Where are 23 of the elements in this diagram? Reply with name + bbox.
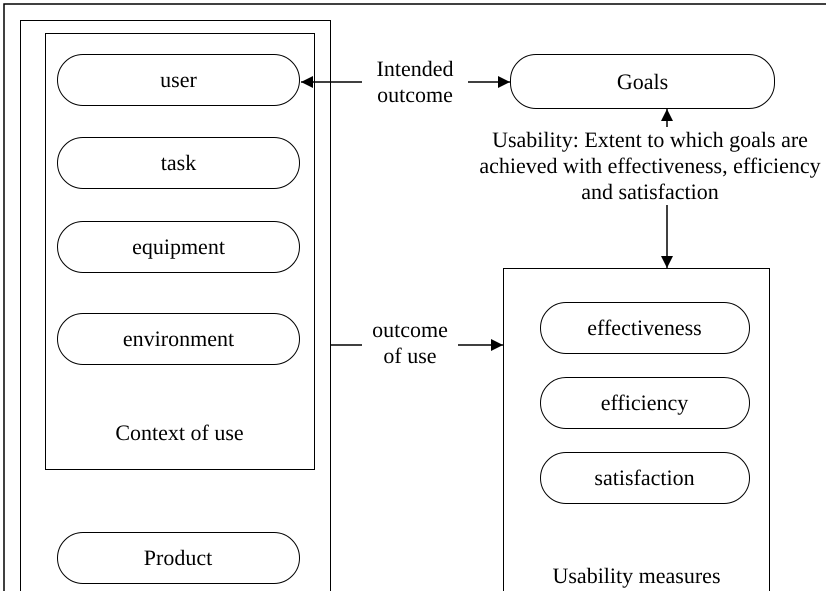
node-label: user xyxy=(160,69,197,91)
rounded-box xyxy=(540,376,750,428)
rounded-box xyxy=(57,54,300,106)
node-label: satisfaction xyxy=(594,466,695,488)
node-label: effectiveness xyxy=(587,316,702,338)
rounded-box xyxy=(540,302,750,354)
group-label: Context of use xyxy=(114,422,245,444)
node-label: environment xyxy=(122,328,234,350)
group-label: Usability measures xyxy=(551,565,722,587)
rounded-box xyxy=(540,452,750,504)
group-box xyxy=(503,268,770,591)
group-box xyxy=(44,32,314,470)
rounded-box xyxy=(57,221,300,273)
rounded-box xyxy=(57,313,300,365)
rounded-box xyxy=(510,54,775,109)
node-label: task xyxy=(160,152,196,174)
rounded-box xyxy=(57,137,300,189)
node-label: equipment xyxy=(132,236,225,258)
rounded-box xyxy=(56,532,300,584)
frame-box xyxy=(20,20,331,591)
node-label: Product xyxy=(144,546,212,568)
node-label: Goals xyxy=(616,70,668,92)
node-label: efficiency xyxy=(600,392,688,414)
